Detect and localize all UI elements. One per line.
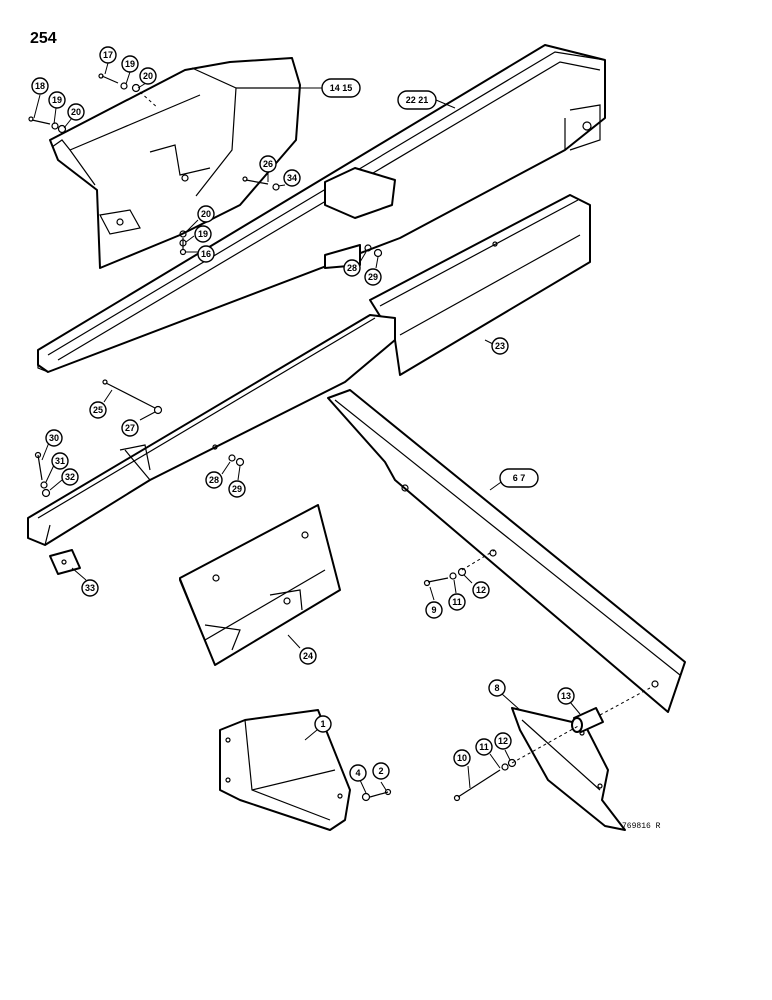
svg-text:14 15: 14 15 [330,83,353,93]
svg-text:9: 9 [431,605,436,615]
svg-text:19: 19 [125,59,135,69]
leader-lines [33,62,581,794]
svg-text:28: 28 [347,263,357,273]
callout-10: 10 [453,749,471,767]
front-guard-cover [49,57,301,269]
callout-19b: 19 [48,91,66,109]
callout-20c: 20 [197,205,215,223]
callout-29a: 29 [364,268,382,286]
svg-text:32: 32 [65,472,75,482]
callout-12a: 12 [472,581,490,599]
svg-text:20: 20 [71,107,81,117]
svg-text:30: 30 [49,433,59,443]
callout-27: 27 [121,419,139,437]
drawing-code: 769816 R [622,822,661,831]
callout-24: 24 [299,647,317,665]
svg-text:31: 31 [55,456,65,466]
svg-text:29: 29 [232,484,242,494]
svg-text:12: 12 [498,736,508,746]
callout-19a: 19 [121,55,139,73]
callout-1: 1 [314,715,332,733]
svg-text:10: 10 [457,753,467,763]
callout-32: 32 [61,468,79,486]
svg-text:34: 34 [287,173,297,183]
callout-18: 18 [31,77,49,95]
callout-30: 30 [45,429,63,447]
callout-19c: 19 [194,225,212,243]
svg-text:4: 4 [355,768,360,778]
lower-channel-rail [27,314,396,546]
svg-text:11: 11 [452,597,462,607]
callout-17: 17 [99,46,117,64]
callout-13: 13 [557,687,575,705]
svg-text:18: 18 [35,81,45,91]
svg-text:2: 2 [378,766,383,776]
page-number: 254 [30,30,57,47]
svg-text:19: 19 [198,229,208,239]
callout-29b: 29 [228,480,246,498]
svg-text:12: 12 [476,585,486,595]
callout-34: 34 [283,169,301,187]
callout-23: 23 [491,337,509,355]
svg-text:17: 17 [103,50,113,60]
angle-bracket [179,504,341,666]
callout-22-21: 22 21 [397,90,437,110]
svg-text:8: 8 [494,683,499,693]
callout-6-7: 6 7 [499,468,539,488]
svg-text:24: 24 [303,651,313,661]
diagonal-brace [327,389,686,713]
support-bracket [219,709,351,831]
callout-16: 16 [197,245,215,263]
svg-text:1: 1 [320,719,325,729]
svg-text:33: 33 [85,583,95,593]
svg-text:27: 27 [125,423,135,433]
upper-channel-rail [37,44,606,373]
svg-text:6 7: 6 7 [513,473,526,483]
callout-20a: 20 [139,67,157,85]
svg-text:22 21: 22 21 [406,95,429,105]
callout-20b: 20 [67,103,85,121]
callout-4: 4 [349,764,367,782]
spacer-tube [571,707,604,733]
svg-text:19: 19 [52,95,62,105]
callout-11a: 11 [448,593,466,611]
callout-28a: 28 [343,259,361,277]
callout-28b: 28 [205,471,223,489]
callout-33: 33 [81,579,99,597]
svg-text:25: 25 [93,405,103,415]
svg-text:26: 26 [263,159,273,169]
callout-8: 8 [488,679,506,697]
svg-text:16: 16 [201,249,211,259]
mounting-plate [511,707,626,831]
callout-26: 26 [259,155,277,173]
fastener-hardware [28,73,651,802]
callout-31: 31 [51,452,69,470]
callout-25: 25 [89,401,107,419]
svg-text:11: 11 [479,742,489,752]
svg-text:28: 28 [209,475,219,485]
svg-text:13: 13 [561,691,571,701]
callout-12b: 12 [494,732,512,750]
callout-14-15: 14 15 [321,78,361,98]
callout-9: 9 [425,601,443,619]
svg-text:20: 20 [143,71,153,81]
callout-2: 2 [372,762,390,780]
svg-text:20: 20 [201,209,211,219]
callout-11b: 11 [475,738,493,756]
svg-text:29: 29 [368,272,378,282]
svg-text:23: 23 [495,341,505,351]
